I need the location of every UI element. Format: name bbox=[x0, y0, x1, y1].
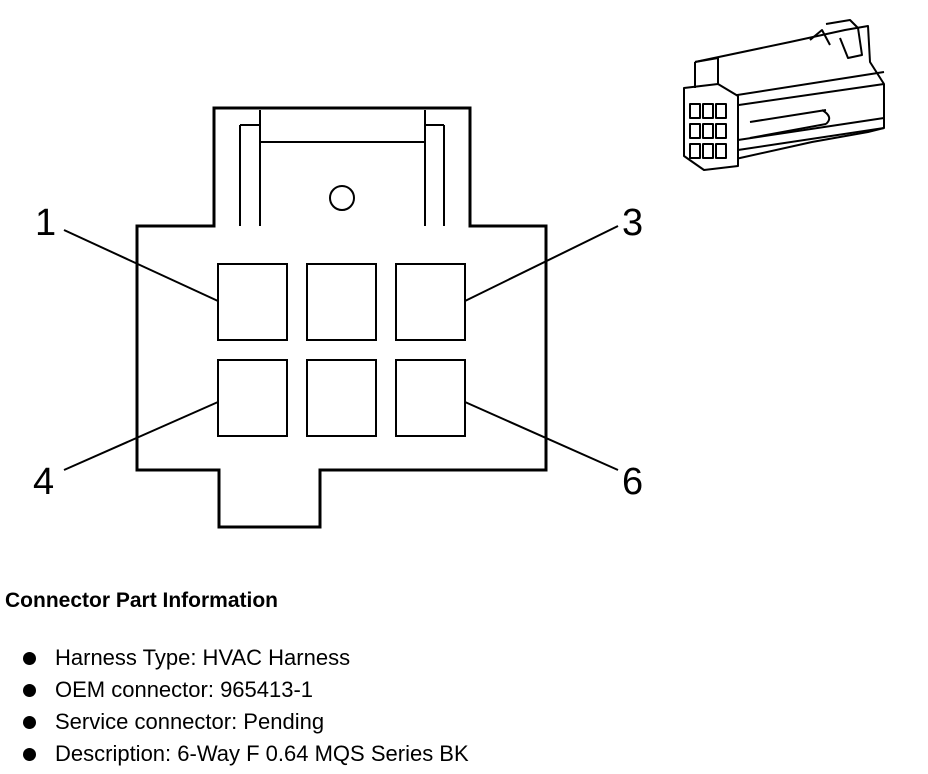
leader-line-1 bbox=[63, 229, 219, 302]
info-item-service-connector: Service connector: Pending bbox=[22, 706, 469, 738]
info-item-oem-connector: OEM connector: 965413-1 bbox=[22, 674, 469, 706]
thumb-cavity-6 bbox=[715, 123, 727, 139]
bullet-icon bbox=[23, 715, 36, 729]
thumb-cavity-5 bbox=[702, 123, 714, 139]
info-item-description: Description: 6-Way F 0.64 MQS Series BK bbox=[22, 738, 469, 770]
cavity-5 bbox=[306, 359, 377, 437]
connector-diagram: 1 3 4 6 bbox=[33, 19, 885, 529]
connector-thumbnail bbox=[683, 19, 885, 171]
leader-line-3 bbox=[464, 225, 619, 302]
leader-line-4 bbox=[63, 401, 219, 471]
bullet-icon bbox=[23, 747, 36, 761]
connector-info-list: Harness Type: HVAC Harness OEM connector… bbox=[22, 642, 469, 770]
cavity-3 bbox=[395, 263, 466, 341]
key-hole bbox=[329, 185, 355, 211]
cavity-4 bbox=[217, 359, 288, 437]
info-item-text: OEM connector: 965413-1 bbox=[55, 677, 314, 702]
pin-label-3: 3 bbox=[622, 202, 643, 244]
thumb-cavity-3 bbox=[715, 103, 727, 119]
pin-label-1: 1 bbox=[35, 202, 56, 244]
info-item-text: Service connector: Pending bbox=[55, 709, 325, 734]
leader-lines bbox=[63, 225, 619, 471]
thumb-front-top bbox=[694, 57, 719, 88]
cavity-6 bbox=[395, 359, 466, 437]
info-item-text: Description: 6-Way F 0.64 MQS Series BK bbox=[55, 741, 469, 766]
pin-label-6: 6 bbox=[622, 461, 643, 503]
cavity-2 bbox=[306, 263, 377, 341]
connector-part-info-title: Connector Part Information bbox=[5, 589, 279, 612]
thumb-cavity-2 bbox=[702, 103, 714, 119]
connector-outline bbox=[135, 106, 548, 529]
thumb-cavity-1 bbox=[689, 103, 701, 119]
info-item-text: Harness Type: HVAC Harness bbox=[55, 645, 351, 670]
bullet-icon bbox=[23, 683, 36, 697]
pin-label-4: 4 bbox=[33, 461, 54, 503]
thumb-cavity-4 bbox=[689, 123, 701, 139]
leader-line-6 bbox=[464, 401, 619, 471]
connector-face bbox=[135, 106, 548, 529]
bullet-icon bbox=[23, 651, 36, 665]
cavity-1 bbox=[217, 263, 288, 341]
thumb-cylinder bbox=[749, 109, 831, 139]
thumb-cavity-9 bbox=[715, 143, 727, 159]
info-item-harness-type: Harness Type: HVAC Harness bbox=[22, 642, 469, 674]
thumb-cavity-8 bbox=[702, 143, 714, 159]
thumb-side-rail-top bbox=[717, 71, 885, 109]
thumb-latch bbox=[809, 19, 863, 59]
thumb-cavity-7 bbox=[689, 143, 701, 159]
pin-cavities bbox=[217, 263, 466, 437]
